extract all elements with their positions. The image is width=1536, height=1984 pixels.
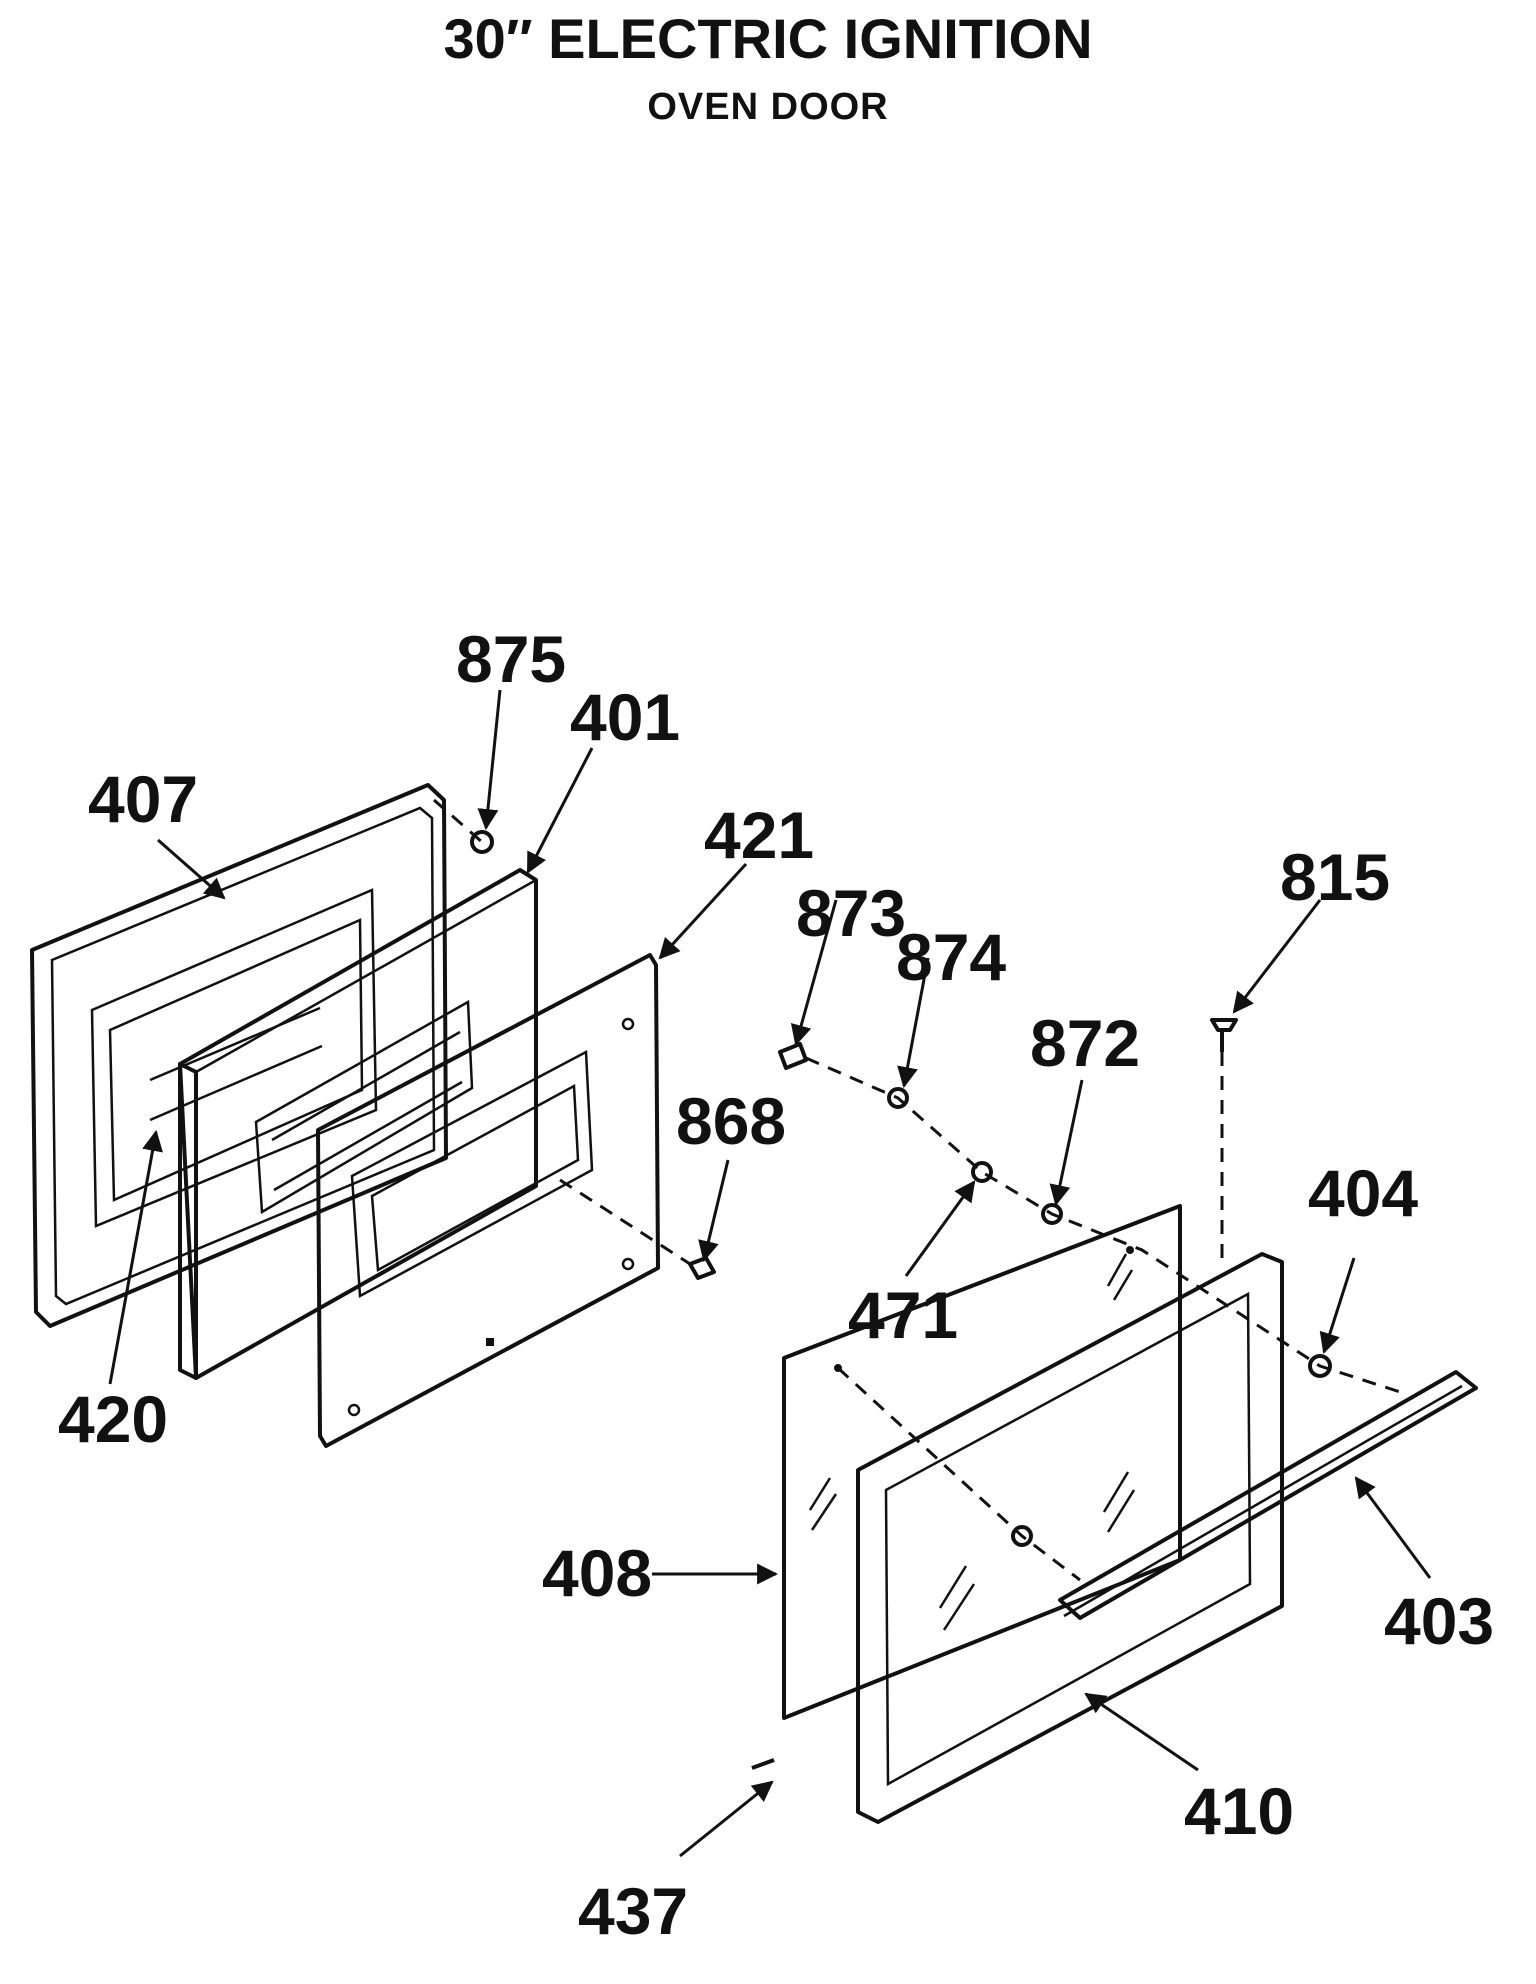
part-868-screw xyxy=(688,1256,716,1280)
label-407: 407 xyxy=(88,762,198,836)
label-868: 868 xyxy=(676,1084,786,1158)
label-873: 873 xyxy=(796,876,906,950)
label-401: 401 xyxy=(570,680,680,754)
label-872: 872 xyxy=(1030,1006,1140,1080)
part-410-door-frame xyxy=(856,1252,1284,1824)
part-471-spacer xyxy=(971,1161,993,1183)
assembly-lines xyxy=(433,798,1401,1582)
part-labels: 875 401 407 421 873 874 815 872 868 404 … xyxy=(58,622,1494,1948)
part-401-door-panel xyxy=(178,868,538,1380)
label-874: 874 xyxy=(896,920,1006,994)
label-404: 404 xyxy=(1308,1156,1418,1230)
part-407-door-liner xyxy=(30,783,448,1328)
part-408-glass xyxy=(782,1204,1182,1720)
frame-fastener xyxy=(1011,1525,1033,1547)
label-420: 420 xyxy=(58,1382,168,1456)
label-421: 421 xyxy=(704,798,814,872)
diagram-subtitle: OVEN DOOR xyxy=(647,86,889,128)
label-437: 437 xyxy=(578,1874,688,1948)
part-421-inner-panel xyxy=(316,953,660,1448)
part-437-clip xyxy=(751,1758,775,1770)
diagram-title: 30″ ELECTRIC IGNITION xyxy=(443,7,1093,70)
part-875-fastener xyxy=(470,830,494,854)
label-815: 815 xyxy=(1280,840,1390,914)
label-403: 403 xyxy=(1384,1584,1494,1658)
part-404-nut xyxy=(1308,1354,1332,1378)
label-875: 875 xyxy=(456,622,566,696)
part-815-screw xyxy=(1210,1018,1238,1052)
leader-arrows xyxy=(108,689,1432,1858)
label-410: 410 xyxy=(1184,1774,1294,1848)
part-874-washer xyxy=(887,1087,909,1109)
label-471: 471 xyxy=(848,1278,958,1352)
part-403-handle xyxy=(1058,1370,1478,1620)
label-408: 408 xyxy=(542,1536,652,1610)
part-873-screw xyxy=(778,1042,808,1070)
